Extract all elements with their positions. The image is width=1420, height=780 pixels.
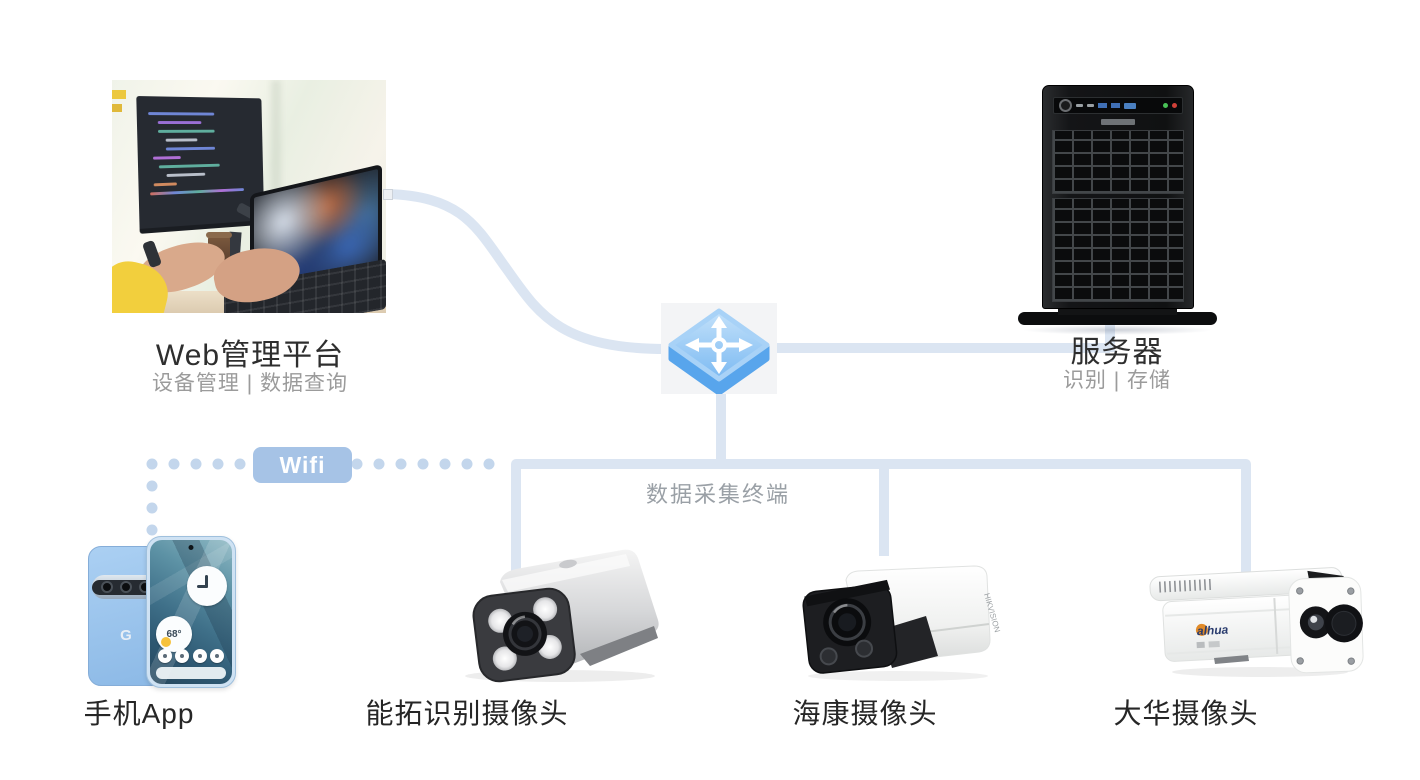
phone-label: 手机App bbox=[83, 698, 195, 729]
port-icon bbox=[1076, 104, 1083, 107]
hikvision-camera-label: 海康摄像头 bbox=[792, 698, 938, 729]
phone-image: G 68° bbox=[84, 536, 236, 688]
code-line bbox=[153, 156, 182, 160]
phone-screen: 68° bbox=[150, 540, 232, 684]
usb-port-icon bbox=[1098, 103, 1107, 108]
code-line bbox=[165, 146, 216, 151]
code-line bbox=[150, 188, 244, 196]
code-line bbox=[148, 112, 215, 116]
code-line bbox=[158, 163, 220, 169]
web-platform-subtitle: 设备管理 | 数据查询 bbox=[151, 372, 349, 395]
app-icon bbox=[158, 649, 172, 663]
server-vent-grid bbox=[1052, 198, 1184, 302]
server-subtitle: 识别 | 存储 bbox=[1062, 369, 1172, 392]
dahua-brand-text: alhua bbox=[1197, 623, 1229, 639]
web-platform-photo bbox=[112, 80, 386, 313]
bus-label: 数据采集终端 bbox=[645, 482, 790, 507]
hikvision-camera-image: HIKVISION bbox=[802, 565, 1002, 681]
wire-laptop-to-switch bbox=[388, 189, 667, 354]
app-icon bbox=[175, 649, 190, 663]
server-badge bbox=[1101, 119, 1135, 125]
server-tower bbox=[1042, 85, 1194, 309]
sticky-note bbox=[112, 104, 122, 112]
code-line bbox=[166, 172, 206, 177]
punch-hole-camera-icon bbox=[188, 545, 194, 550]
green-led-icon bbox=[1163, 103, 1168, 108]
app-icon-row bbox=[158, 649, 224, 663]
power-button-icon bbox=[1059, 99, 1072, 112]
clock-widget bbox=[187, 566, 227, 606]
switch-graphic bbox=[661, 303, 777, 396]
code-line bbox=[165, 138, 198, 142]
search-bar bbox=[156, 667, 226, 679]
nengtuo-camera-image bbox=[465, 549, 659, 683]
camera-lens-icon bbox=[119, 581, 132, 593]
app-icon bbox=[192, 649, 207, 663]
wifi-badge-label: Wifi bbox=[279, 451, 326, 478]
google-logo: G bbox=[120, 627, 132, 644]
app-icon bbox=[209, 649, 224, 663]
window-glare bbox=[270, 80, 281, 225]
weather-widget: 68° bbox=[156, 616, 192, 652]
server-image bbox=[1018, 85, 1217, 337]
nengtuo-camera-label: 能拓识别摄像头 bbox=[365, 698, 569, 729]
dahua-camera-image: alhua bbox=[1149, 567, 1364, 677]
server-feet bbox=[1018, 312, 1217, 325]
sticky-note bbox=[112, 90, 126, 99]
code-line bbox=[153, 182, 178, 187]
temperature-label: 68° bbox=[166, 628, 182, 640]
server-front-panel bbox=[1053, 97, 1183, 114]
wifi-badge: Wifi bbox=[253, 447, 352, 483]
phone-front: 68° bbox=[146, 536, 236, 688]
wifi-dotted-line bbox=[146, 458, 495, 536]
red-led-icon bbox=[1172, 103, 1177, 108]
dahua-camera-label: 大华摄像头 bbox=[1113, 698, 1259, 729]
code-line bbox=[157, 121, 202, 125]
network-switch-icon bbox=[661, 303, 777, 396]
server-title: 服务器 bbox=[1070, 336, 1164, 369]
vga-port-icon bbox=[1124, 102, 1136, 109]
server-vent-grid bbox=[1052, 130, 1184, 194]
connector-node bbox=[383, 189, 393, 200]
port-icon bbox=[1087, 104, 1094, 107]
code-line bbox=[157, 129, 215, 133]
camera-lens-icon bbox=[100, 581, 113, 593]
server-shadow bbox=[1022, 325, 1213, 335]
usb-port-icon bbox=[1111, 103, 1120, 108]
web-platform-title: Web管理平台 bbox=[155, 339, 345, 372]
